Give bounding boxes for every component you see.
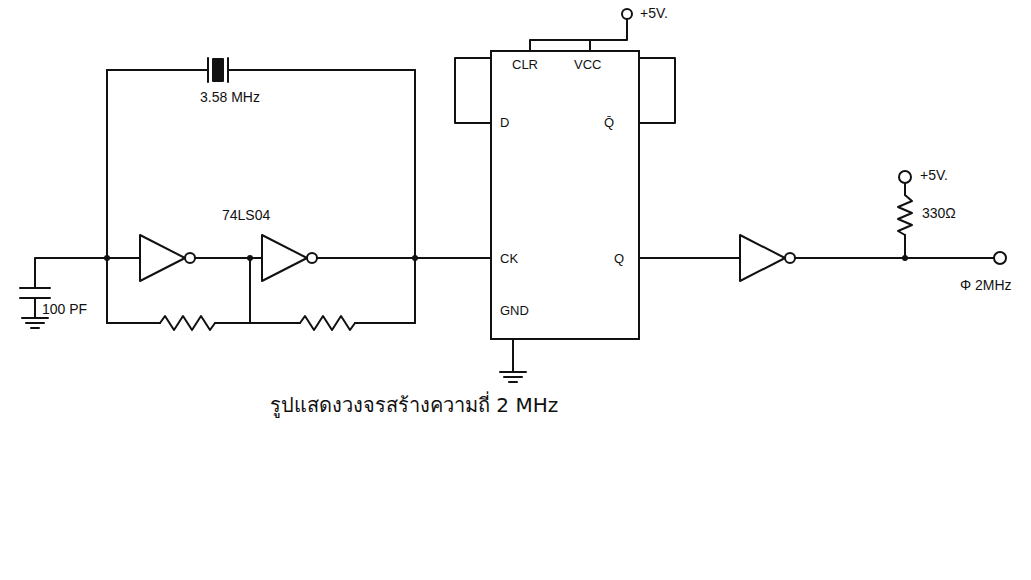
flip-flop-box: CLR VCC D Q̄ CK Q GND bbox=[490, 50, 640, 340]
signal-name: Φ 2MHz bbox=[960, 278, 1012, 293]
pin-name: Q bbox=[614, 252, 624, 266]
supply-label: +5V. bbox=[640, 6, 668, 21]
terminal bbox=[899, 171, 911, 183]
resistor-symbol bbox=[300, 316, 355, 330]
pin-name: CK bbox=[500, 252, 518, 266]
inverter-symbol bbox=[262, 235, 307, 281]
ground-symbol bbox=[22, 318, 48, 328]
crystal-label: 3.58 MHz bbox=[200, 90, 260, 105]
wire bbox=[640, 257, 994, 259]
part-number: 74LS04 bbox=[222, 208, 270, 223]
pin-name: D bbox=[500, 116, 509, 130]
inverter-bubble bbox=[185, 253, 195, 263]
resistor-symbol bbox=[160, 316, 215, 330]
ground-symbol bbox=[500, 372, 526, 382]
wire bbox=[512, 340, 514, 372]
crystal-symbol bbox=[213, 59, 223, 81]
inverter-symbol bbox=[140, 235, 185, 281]
pin-name: CLR bbox=[512, 58, 538, 72]
resistor-label: 330Ω bbox=[922, 206, 956, 221]
capacitor-label: 100 PF bbox=[42, 302, 87, 317]
inverter-bubble bbox=[307, 253, 317, 263]
wire bbox=[107, 257, 490, 259]
terminal bbox=[994, 252, 1006, 264]
wire bbox=[455, 58, 675, 123]
crystal-symbol bbox=[208, 58, 228, 82]
pin-name: GND bbox=[500, 304, 529, 318]
figure-caption: รูปแสดงวงจรสร้างความถี่ 2 MHz bbox=[270, 392, 558, 418]
junction-dot bbox=[412, 255, 418, 261]
pin-name: Q̄ bbox=[604, 116, 614, 130]
terminal bbox=[622, 9, 632, 19]
wire bbox=[107, 322, 415, 324]
junction-dot bbox=[247, 255, 253, 261]
resistor-symbol bbox=[898, 195, 912, 235]
supply-label: +5V. bbox=[920, 168, 948, 183]
pin-name: VCC bbox=[574, 58, 601, 72]
wire bbox=[530, 19, 627, 50]
wire bbox=[107, 70, 415, 323]
inverter-symbol bbox=[740, 235, 785, 281]
wire bbox=[107, 69, 415, 71]
capacitor-symbol bbox=[20, 288, 50, 298]
inverter-bubble bbox=[785, 253, 795, 263]
